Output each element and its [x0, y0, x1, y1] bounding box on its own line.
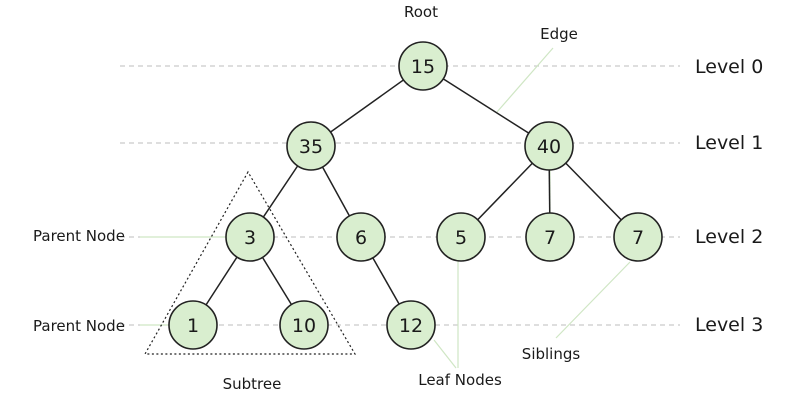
node-value: 1	[187, 315, 199, 337]
level-2-label: Level 2	[695, 226, 763, 248]
node-value: 12	[399, 315, 423, 337]
node-circle	[386, 300, 436, 350]
leaf-nodes-label: Leaf Nodes	[418, 371, 502, 389]
node-circle	[168, 300, 218, 350]
node-value: 3	[244, 227, 256, 249]
parent-node-lower-label: Parent Node	[33, 317, 125, 335]
node-circle	[398, 41, 448, 91]
edge-label: Edge	[540, 25, 578, 43]
tree-node-n15: 15	[398, 41, 448, 91]
tree-node-n12: 12	[386, 300, 436, 350]
node-value: 40	[537, 136, 561, 158]
node-value: 6	[355, 227, 367, 249]
tree-node-n1: 1	[168, 300, 218, 350]
tree-edges	[192, 65, 639, 326]
parent-node-upper-label: Parent Node	[33, 227, 125, 245]
siblings-pointer-b	[555, 261, 631, 339]
tree-node-n6: 6	[336, 212, 386, 262]
node-circle	[225, 212, 275, 262]
tree-node-n7a: 7	[525, 212, 575, 262]
tree-node-n10: 10	[279, 300, 329, 350]
tree-node-n5: 5	[436, 212, 486, 262]
level-0-label: Level 0	[695, 56, 763, 78]
subtree-label: Subtree	[223, 375, 282, 393]
node-circle	[525, 212, 575, 262]
node-circle	[613, 212, 663, 262]
level-1-label: Level 1	[695, 132, 763, 154]
node-circle	[279, 300, 329, 350]
node-value: 5	[455, 227, 467, 249]
node-circle	[436, 212, 486, 262]
tree-node-n7b: 7	[613, 212, 663, 262]
node-circle	[286, 121, 336, 171]
level-labels: Level 0 Level 1 Level 2 Level 3	[695, 56, 763, 336]
node-circle	[336, 212, 386, 262]
level-guides	[120, 65, 680, 326]
tree-node-n40: 40	[524, 121, 574, 171]
node-value: 15	[411, 56, 435, 78]
edge-pointer	[496, 47, 554, 113]
annotations: Root Edge Parent Node Parent Node Subtre…	[33, 3, 580, 393]
node-value: 7	[632, 227, 644, 249]
node-circle	[524, 121, 574, 171]
siblings-label: Siblings	[522, 345, 581, 363]
root-label: Root	[404, 3, 438, 21]
node-value: 10	[292, 315, 316, 337]
edge-n15-n40	[422, 65, 550, 147]
subtree-outline	[143, 170, 357, 355]
node-value: 7	[544, 227, 556, 249]
tree-node-n3: 3	[225, 212, 275, 262]
leaf-pointer-b	[433, 339, 457, 369]
level-3-label: Level 3	[695, 314, 763, 336]
tree-node-n35: 35	[286, 121, 336, 171]
node-value: 35	[299, 136, 323, 158]
tree-nodes: 15 35 40 3 6 5 7 7 1 10 12	[168, 41, 663, 350]
